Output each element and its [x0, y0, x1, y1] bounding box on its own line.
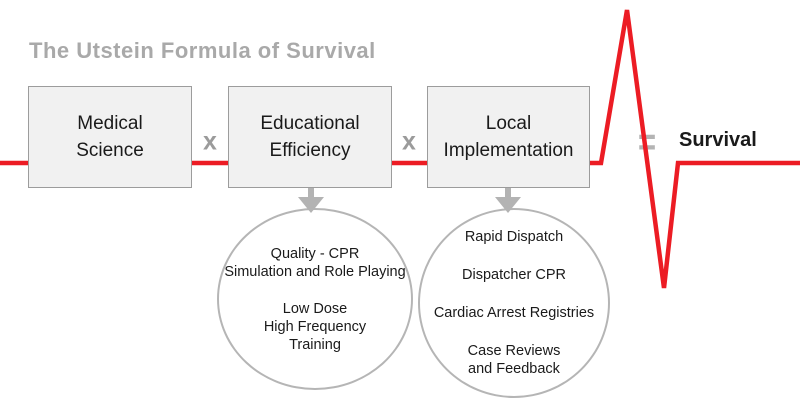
box-label-line: Efficiency: [269, 140, 351, 161]
detail-group: Case Reviews and Feedback: [468, 342, 561, 378]
box-label-line: Educational: [260, 113, 360, 134]
detail-circle-local-implementation: Rapid Dispatch Dispatcher CPR Cardiac Ar…: [418, 208, 610, 398]
detail-line: High Frequency: [263, 318, 367, 335]
detail-line: Rapid Dispatch: [464, 229, 564, 245]
arrow-stem: [505, 188, 511, 199]
arrow-stem: [308, 188, 314, 199]
detail-line: Cardiac Arrest Registries: [433, 305, 595, 321]
detail-line: and Feedback: [468, 361, 560, 377]
box-local-implementation: Local Implementation: [427, 86, 590, 188]
arrow-head: [298, 197, 324, 213]
detail-line: Quality - CPR: [270, 245, 360, 262]
arrow-down-icon: [297, 188, 325, 214]
arrow-head: [495, 197, 521, 213]
box-label-line: Implementation: [443, 140, 574, 161]
detail-line: Case Reviews: [467, 343, 561, 359]
arrow-down-icon: [494, 188, 522, 214]
detail-group: Low Dose High Frequency Training: [264, 300, 366, 354]
box-educational-efficiency: Educational Efficiency: [228, 86, 392, 188]
survival-result-label: Survival: [679, 129, 757, 151]
detail-circle-educational-efficiency: Quality - CPR Simulation and Role Playin…: [217, 208, 413, 390]
box-label-line: Science: [76, 140, 144, 161]
multiply-operator: x: [203, 127, 217, 156]
detail-line: Training: [289, 336, 341, 353]
page-title: The Utstein Formula of Survival: [29, 38, 376, 63]
detail-group: Quality - CPR Simulation and Role Playin…: [224, 245, 405, 281]
multiply-operator: x: [402, 127, 416, 156]
box-label-line: Medical: [77, 113, 143, 134]
detail-group: Cardiac Arrest Registries: [434, 304, 594, 322]
box-label-line: Local: [485, 113, 532, 134]
detail-line: Low Dose: [282, 300, 348, 317]
detail-group: Dispatcher CPR: [462, 266, 566, 284]
detail-group: Rapid Dispatch: [465, 228, 563, 246]
box-medical-science: Medical Science: [28, 86, 192, 188]
detail-line: Simulation and Role Playing: [224, 263, 406, 280]
detail-line: Dispatcher CPR: [462, 267, 566, 283]
